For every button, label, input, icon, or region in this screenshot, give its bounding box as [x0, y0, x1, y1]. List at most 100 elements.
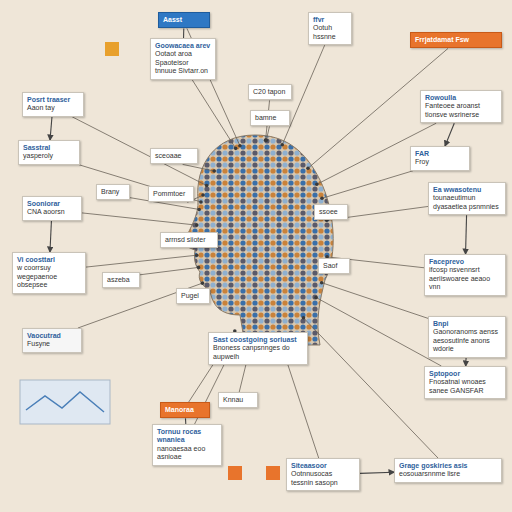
leader-dot: [201, 193, 205, 197]
box-heading: Sooniorar: [27, 200, 77, 208]
info-box: SptopoorFnosatnai wnoaes sanee GANSFAR: [424, 366, 506, 399]
box-heading: Pugel: [181, 292, 205, 300]
leader-line: [72, 117, 207, 186]
leader-dot: [205, 184, 209, 188]
box-heading: Posrt traaser: [27, 96, 79, 104]
info-box: Pommtoer: [148, 186, 194, 202]
leader-line: [140, 267, 199, 274]
box-body: Gaonoranoms aenss aesosutinfe anons wdor…: [433, 328, 501, 353]
leader-dot: [320, 281, 324, 285]
info-box: Faceprevoifcosp nsvennsrt aeriiswoaree a…: [424, 254, 506, 296]
info-box: aszeba: [102, 272, 140, 288]
info-box: Pugel: [176, 288, 210, 304]
box-heading: Tornuu rocas wnaniea: [157, 428, 217, 445]
info-box: C20 tapon: [248, 84, 292, 100]
info-box: FARFroy: [410, 146, 470, 171]
info-box: Posrt traaserAaon tay: [22, 92, 84, 117]
box-heading: bamne: [255, 114, 285, 122]
info-box: Knnau: [218, 392, 258, 408]
box-heading: C20 tapon: [253, 88, 287, 96]
leader-line: [183, 164, 215, 171]
info-box: Vi coosttarlw coorrsuy wegepaenoe obseps…: [12, 252, 86, 294]
leader-line: [266, 126, 269, 140]
info-box: VaocutradFusyne: [22, 328, 82, 353]
info-box: Aasst: [158, 12, 210, 28]
box-body: Ootaot aroa Spaoteisor tnnuue Sivtarr.on: [155, 50, 211, 75]
box-body: tounaeutimun dyasaetiea psnmnies: [433, 194, 501, 211]
box-heading: ffvr: [313, 16, 347, 24]
leader-dot: [314, 296, 318, 300]
box-heading: Rowoulla: [425, 94, 497, 102]
leader-dot: [195, 223, 199, 227]
box-body: Ootuh hssnne: [313, 24, 347, 41]
box-heading: FAR: [415, 150, 465, 158]
box-heading: Brany: [101, 188, 125, 196]
info-box: Saof: [318, 258, 350, 274]
box-heading: ssoee: [319, 208, 343, 216]
info-box: ffvrOotuh hssnne: [308, 12, 352, 45]
connector: [50, 221, 51, 252]
connector: [466, 215, 467, 254]
box-heading: Sasstral: [23, 144, 75, 152]
leader-dot: [195, 253, 199, 257]
connector: [465, 358, 466, 366]
connector: [360, 472, 394, 473]
leader-line: [322, 283, 428, 319]
info-box: Sast coostgoing soriuastBnoness canpsnng…: [208, 332, 308, 365]
leader-line: [322, 171, 413, 199]
connector: [183, 28, 184, 38]
image-panel: [20, 380, 110, 424]
leader-dot: [302, 316, 306, 320]
box-heading: aszeba: [107, 276, 135, 284]
box-heading: Frrjatdamat Fsw: [415, 36, 497, 44]
box-heading: Manoraa: [165, 406, 205, 414]
leader-line: [192, 80, 236, 149]
info-box: arrnsd siioter: [160, 232, 218, 248]
leader-line: [82, 213, 197, 225]
box-body: eosouarsnnme lisre: [399, 470, 497, 478]
box-body: Froy: [415, 158, 465, 166]
orange-square: [105, 42, 119, 56]
box-heading: Vaocutrad: [27, 332, 77, 340]
box-heading: Sast coostgoing soriuast: [213, 336, 303, 344]
info-box: Tornuu rocas wnanieananoaesaa eoo asnioa…: [152, 424, 222, 466]
box-body: w coorrsuy wegepaenoe obsepsee: [17, 264, 81, 289]
info-box: bamne: [250, 110, 290, 126]
info-box: Brany: [96, 184, 130, 200]
box-heading: Faceprevo: [429, 258, 501, 266]
box-heading: Aasst: [163, 16, 205, 24]
box-body: nanoaesaa eoo asnioae: [157, 445, 217, 462]
box-body: Ootnnusocas tessnin sasopn: [291, 470, 355, 487]
leader-line: [316, 297, 441, 366]
leader-line: [79, 165, 201, 202]
leader-dot: [212, 169, 216, 173]
orange-square: [228, 466, 242, 480]
box-heading: Ea wwasotenu: [433, 186, 501, 194]
info-box: SooniorarCNA aoorsn: [22, 196, 82, 221]
info-box: SiteaasoorOotnnusocas tessnin sasopn: [286, 458, 360, 491]
leader-dot: [265, 138, 269, 142]
box-body: yasperoly: [23, 152, 75, 160]
info-box: Sasstralyasperoly: [18, 140, 80, 165]
leader-dot: [264, 138, 268, 142]
info-box: Goowacaea arevOotaot aroa Spaoteisor tnn…: [150, 38, 216, 80]
leader-dot: [199, 200, 203, 204]
box-heading: arrnsd siioter: [165, 236, 213, 244]
info-box: Ea wwasotenutounaeutimun dyasaetiea psnm…: [428, 182, 506, 215]
info-box: Manoraa: [160, 402, 210, 418]
connector: [50, 117, 52, 140]
box-body: ifcosp nsvennsrt aeriiswoaree aeaoo vnn: [429, 266, 501, 291]
box-heading: Sptopoor: [429, 370, 501, 378]
info-box: RowoullaFanteoee aroanst tionsve wsriner…: [420, 90, 502, 123]
box-body: Fanteoee aroanst tionsve wsrinerse: [425, 102, 497, 119]
box-heading: Bnpi: [433, 320, 501, 328]
box-heading: Grage goskiries asis: [399, 462, 497, 470]
box-body: Bnoness canpsnnges do aupweih: [213, 344, 303, 361]
leader-line: [303, 318, 438, 458]
box-heading: Vi coosttarl: [17, 256, 81, 264]
orange-square: [266, 466, 280, 480]
box-heading: Goowacaea arev: [155, 42, 211, 50]
leader-dot: [306, 166, 310, 170]
leader-dot: [234, 147, 238, 151]
